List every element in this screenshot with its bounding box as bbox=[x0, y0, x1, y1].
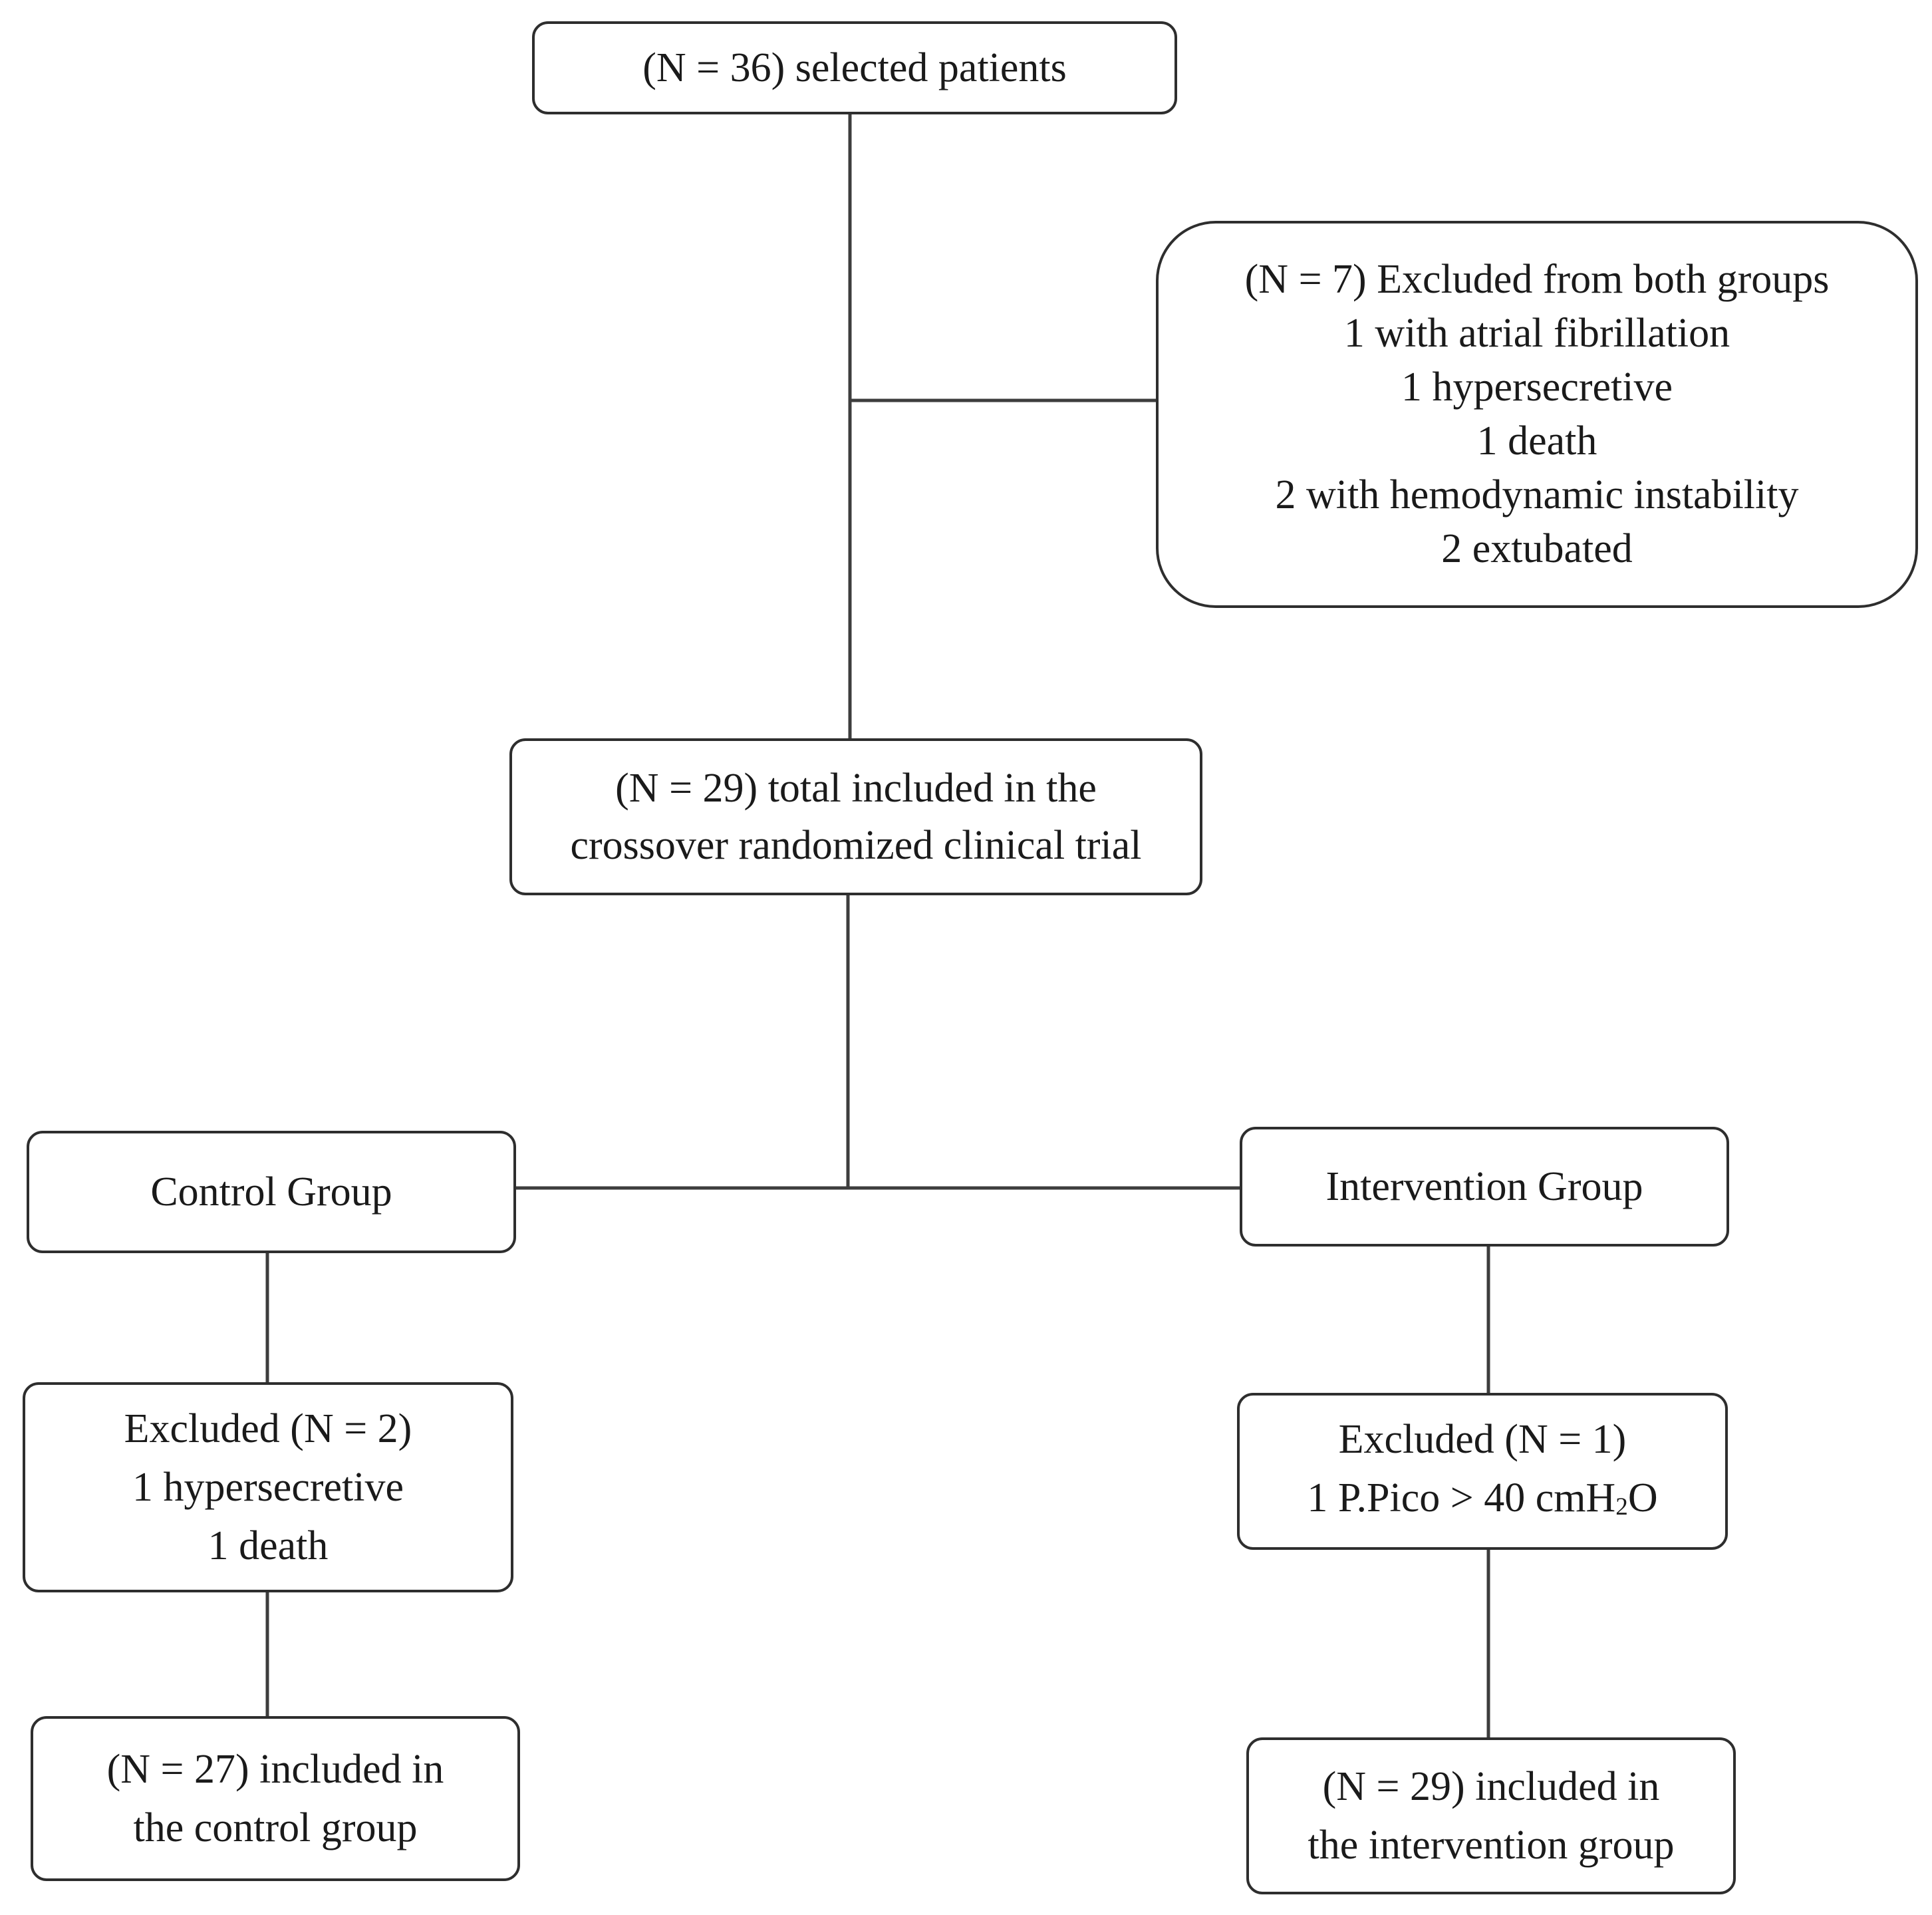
reason-prefix: 1 P.Pico > 40 cmH bbox=[1307, 1475, 1616, 1521]
excluded-reason: 2 extubated bbox=[1441, 526, 1633, 571]
total-included-line1: (N = 29) total included in the bbox=[615, 766, 1097, 811]
intervention-group-box: Intervention Group bbox=[1240, 1127, 1729, 1247]
control-included-line1: (N = 27) included in bbox=[106, 1747, 444, 1792]
control-excluded-reason: 1 death bbox=[207, 1523, 329, 1568]
control-excluded-box: Excluded (N = 2) 1 hypersecretive 1 deat… bbox=[23, 1382, 513, 1592]
intervention-included-line1: (N = 29) included in bbox=[1322, 1764, 1660, 1809]
excluded-both-title: (N = 7) Excluded from both groups bbox=[1244, 257, 1830, 302]
reason-subscript: 2 bbox=[1615, 1493, 1628, 1521]
control-included-box: (N = 27) included in the control group bbox=[31, 1716, 520, 1881]
selected-patients-text: (N = 36) selected patients bbox=[642, 45, 1067, 90]
excluded-reason: 2 with hemodynamic instability bbox=[1275, 472, 1799, 517]
intervention-excluded-box: Excluded (N = 1) 1 P.Pico > 40 cmH2O bbox=[1237, 1393, 1728, 1550]
intervention-group-label: Intervention Group bbox=[1325, 1164, 1643, 1209]
excluded-reason: 1 hypersecretive bbox=[1401, 365, 1673, 410]
selected-patients-box: (N = 36) selected patients bbox=[532, 21, 1177, 114]
excluded-both-groups-box: (N = 7) Excluded from both groups 1 with… bbox=[1156, 221, 1918, 608]
intervention-included-line2: the intervention group bbox=[1308, 1823, 1675, 1868]
control-excluded-title: Excluded (N = 2) bbox=[124, 1406, 412, 1451]
excluded-reason: 1 death bbox=[1476, 418, 1597, 464]
intervention-excluded-reason: 1 P.Pico > 40 cmH2O bbox=[1307, 1469, 1657, 1533]
control-group-box: Control Group bbox=[27, 1131, 516, 1253]
control-group-label: Control Group bbox=[150, 1169, 392, 1215]
excluded-reason: 1 with atrial fibrillation bbox=[1343, 311, 1730, 356]
total-included-box: (N = 29) total included in the crossover… bbox=[509, 738, 1202, 895]
intervention-included-box: (N = 29) included in the intervention gr… bbox=[1246, 1737, 1736, 1894]
control-included-line2: the control group bbox=[133, 1805, 418, 1850]
control-excluded-reason: 1 hypersecretive bbox=[132, 1465, 404, 1510]
intervention-excluded-title: Excluded (N = 1) bbox=[1338, 1416, 1627, 1462]
total-included-line2: crossover randomized clinical trial bbox=[570, 823, 1142, 868]
reason-suffix: O bbox=[1627, 1475, 1658, 1521]
